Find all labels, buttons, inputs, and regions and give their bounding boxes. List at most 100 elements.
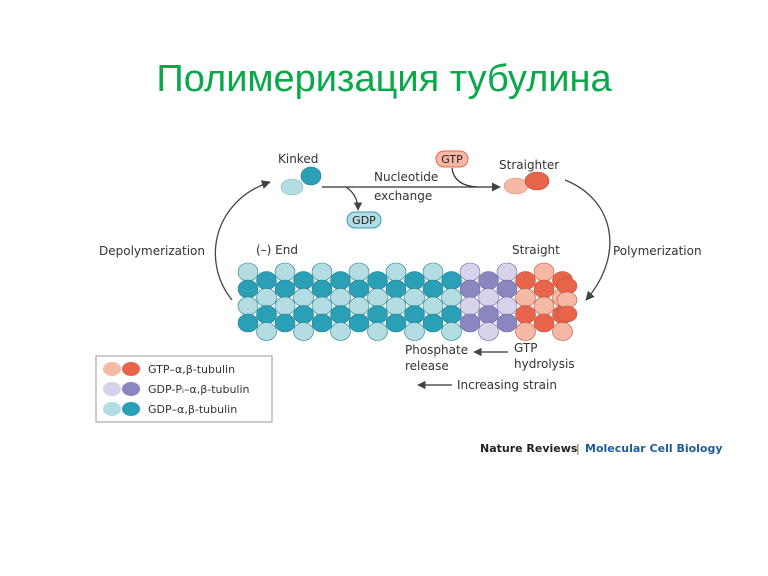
- tubulin-subunit: [385, 279, 407, 299]
- tubulin-subunit: [367, 322, 388, 341]
- straighter-label: Straighter: [499, 158, 559, 172]
- tubulin-subunit: [330, 288, 351, 307]
- gtp-hydrolysis-label-1: GTP: [514, 341, 537, 355]
- increasing-strain-label: Increasing strain: [457, 378, 557, 392]
- tubulin-subunit: [459, 296, 481, 316]
- depolymerization-arrow: [214, 180, 271, 301]
- kinked-label: Kinked: [278, 152, 318, 166]
- tubulin-subunit: [552, 322, 573, 341]
- tubulin-subunit: [422, 262, 444, 282]
- tubulin-subunit: [404, 322, 425, 341]
- tubulin-subunit: [293, 288, 314, 307]
- tubulin-subunit: [311, 296, 333, 316]
- tubulin-subunit: [311, 313, 333, 333]
- tubulin-subunit: [348, 262, 370, 282]
- tubulin-subunit: [274, 262, 296, 282]
- phosphate-release-label-1: Phosphate: [405, 343, 468, 357]
- slide-title: Полимеризация тубулина: [156, 58, 612, 100]
- tubulin-subunit: [556, 305, 578, 323]
- tubulin-subunit: [404, 288, 425, 307]
- tubulin-subunit: [385, 313, 407, 333]
- tubulin-subunit: [385, 262, 407, 282]
- tubulin-subunit: [237, 279, 259, 299]
- gdp-pill-label: GDP: [352, 214, 376, 227]
- tubulin-subunit: [274, 313, 296, 333]
- nucleotide-label-1: Nucleotide: [374, 170, 438, 184]
- gtp-binding-arrow: [451, 167, 479, 188]
- tubulin-subunit: [533, 279, 555, 299]
- legend-swatch-alpha: [103, 402, 121, 416]
- tubulin-subunit: [367, 305, 388, 324]
- tubulin-subunit: [330, 322, 351, 341]
- tubulin-subunit: [496, 262, 518, 282]
- tubulin-subunit: [459, 262, 481, 282]
- legend-swatch-beta: [122, 402, 140, 416]
- tubulin-subunit: [441, 288, 462, 307]
- tubulin-subunit: [459, 279, 481, 299]
- tubulin-subunit: [515, 305, 536, 324]
- tubulin-subunit: [367, 271, 388, 290]
- tubulin-subunit: [274, 296, 296, 316]
- microtubule-lattice: [237, 262, 578, 341]
- depolymerization-label: Depolymerization: [99, 244, 205, 258]
- tubulin-subunit: [533, 296, 555, 316]
- straighter-dimer: [503, 171, 550, 195]
- gdp-pill: GDP: [346, 211, 382, 229]
- legend-swatch-alpha: [103, 362, 121, 376]
- tubulin-subunit: [496, 313, 518, 333]
- tubulin-subunit: [256, 322, 277, 341]
- tubulin-subunit: [515, 271, 536, 290]
- legend: GTP–α,β-tubulinGDP-Pᵢ–α,β-tubulinGDP–α,β…: [95, 355, 273, 423]
- tubulin-subunit: [422, 313, 444, 333]
- tubulin-subunit: [293, 305, 314, 324]
- kinked-dimer: [280, 166, 322, 196]
- gtp-pill-label: GTP: [441, 153, 463, 166]
- tubulin-subunit: [237, 296, 259, 316]
- tubulin-subunit: [441, 305, 462, 324]
- tubulin-subunit: [478, 288, 499, 307]
- tubulin-subunit: [441, 322, 462, 341]
- tubulin-subunit: [556, 291, 578, 309]
- tubulin-subunit: [385, 296, 407, 316]
- tubulin-subunit: [237, 262, 259, 282]
- tubulin-subunit: [515, 288, 536, 307]
- credit-section: Molecular Cell Biology: [585, 442, 723, 455]
- tubulin-subunit: [256, 288, 277, 307]
- tubulin-subunit: [496, 296, 518, 316]
- gdp-release-arrow: [345, 186, 363, 211]
- tubulin-subunit: [256, 271, 277, 290]
- tubulin-subunit: [348, 313, 370, 333]
- tubulin-subunit: [478, 271, 499, 290]
- tubulin-subunit: [293, 322, 314, 341]
- polymerization-label: Polymerization: [613, 244, 702, 258]
- credit: Nature Reviews | Molecular Cell Biology: [480, 442, 723, 455]
- legend-label: GTP–α,β-tubulin: [148, 363, 235, 376]
- legend-label: GDP-Pᵢ–α,β-tubulin: [148, 383, 250, 396]
- tubulin-subunit: [274, 279, 296, 299]
- gtp-pill: GTP: [435, 150, 469, 168]
- straight-label: Straight: [512, 243, 560, 257]
- tubulin-subunit: [459, 313, 481, 333]
- tubulin-subunit: [556, 277, 578, 295]
- tubulin-subunit: [237, 313, 259, 333]
- polymerization-arrow: [564, 179, 611, 301]
- phosphate-release-label-2: release: [405, 359, 449, 373]
- tubulin-subunit: [515, 322, 536, 341]
- legend-swatch-beta: [122, 382, 140, 396]
- minus-end-label: (–) End: [256, 243, 298, 257]
- tubulin-subunit: [311, 262, 333, 282]
- tubulin-subunit: [293, 271, 314, 290]
- tubulin-subunit: [422, 296, 444, 316]
- tubulin-subunit: [478, 305, 499, 324]
- tubulin-subunit: [422, 279, 444, 299]
- nucleotide-label-2: exchange: [374, 189, 432, 203]
- tubulin-subunit: [404, 271, 425, 290]
- tubulin-subunit: [367, 288, 388, 307]
- credit-journal: Nature Reviews: [480, 442, 578, 455]
- tubulin-subunit: [330, 271, 351, 290]
- tubulin-subunit: [348, 279, 370, 299]
- tubulin-subunit: [330, 305, 351, 324]
- credit-separator: |: [576, 442, 580, 455]
- legend-label: GDP–α,β-tubulin: [148, 403, 237, 416]
